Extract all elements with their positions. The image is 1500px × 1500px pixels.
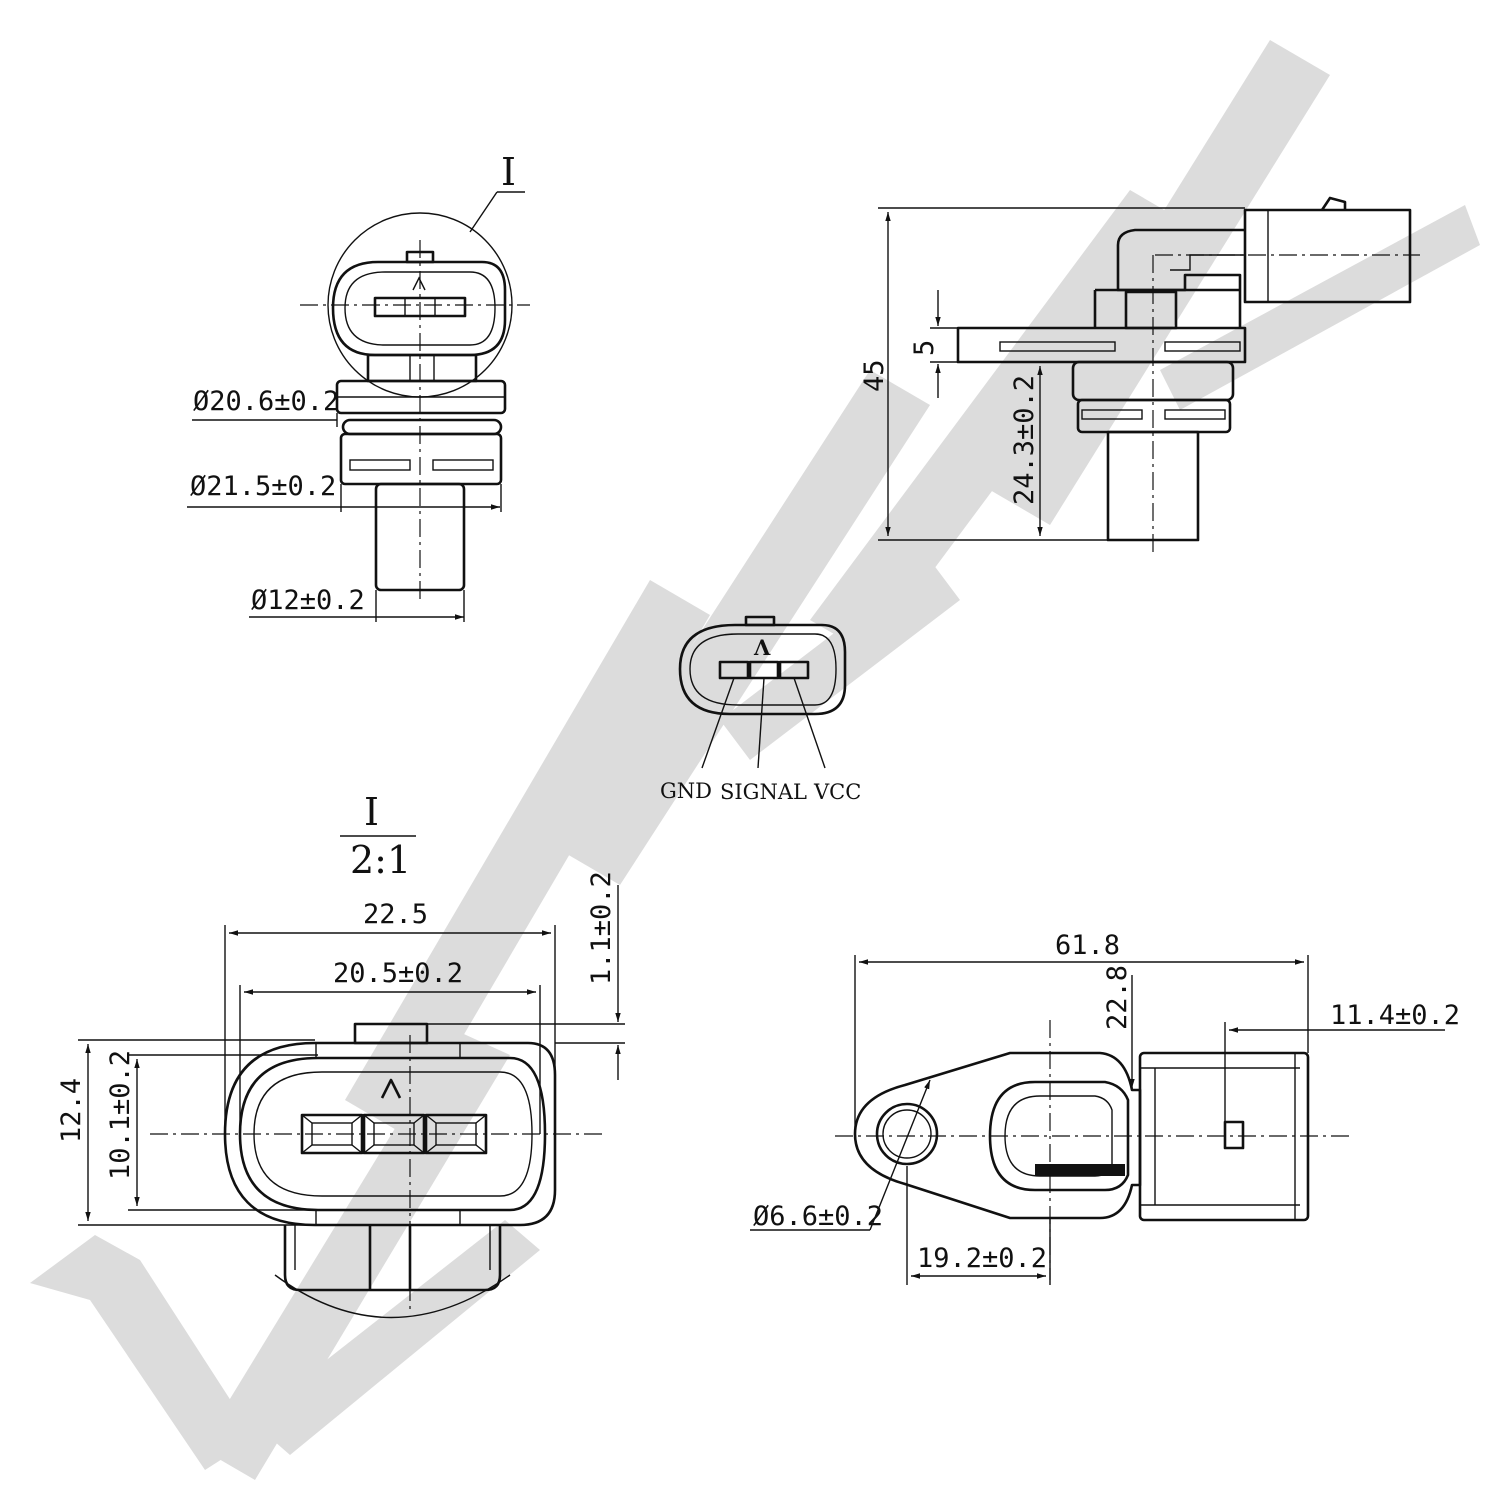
detail-scale: 2:1 xyxy=(350,838,411,882)
pin-label-gnd: GND xyxy=(660,779,712,803)
connector-pinout: Λ GND SIGNAL VCC xyxy=(660,615,861,804)
top-left-front-view: I Ø20.6±0.2 Ø21.5±0.2 xyxy=(187,150,530,622)
brand-watermark xyxy=(30,40,1480,1480)
part-marking xyxy=(1035,1164,1125,1176)
dim-flange-diameter: Ø20.6±0.2 xyxy=(193,386,339,417)
dim-connector-offset: 22.8 xyxy=(1102,965,1133,1030)
key-mark: Λ xyxy=(753,635,771,660)
dim-key-height: 1.1±0.2 xyxy=(586,871,617,985)
dim-flange-thickness: 5 xyxy=(909,340,940,356)
pin-label-signal: SIGNAL xyxy=(720,780,807,804)
dim-hole-diameter: Ø6.6±0.2 xyxy=(753,1201,883,1232)
dim-probe-diameter: Ø12±0.2 xyxy=(251,585,365,616)
detail-view-connector: I 2:1 xyxy=(56,790,625,1319)
detail-label: I xyxy=(364,790,379,834)
dim-inner-height: 10.1±0.2 xyxy=(105,1050,136,1180)
dim-probe-length: 24.3±0.2 xyxy=(1009,375,1040,505)
dim-overall-height: 45 xyxy=(859,359,890,392)
dim-inner-width: 20.5±0.2 xyxy=(333,958,463,989)
bottom-right-top-view: 61.8 22.8 11.4±0.2 Ø6.6±0.2 19.2±0.2 xyxy=(750,930,1460,1285)
dim-connector-length: 11.4±0.2 xyxy=(1330,1000,1460,1031)
detail-callout-label: I xyxy=(501,150,516,194)
dim-hole-to-center: 19.2±0.2 xyxy=(917,1243,1047,1274)
dim-outer-width: 22.5 xyxy=(363,899,428,930)
pin-label-vcc: VCC xyxy=(813,780,861,804)
dim-overall-length: 61.8 xyxy=(1055,930,1120,961)
dim-oring-diameter: Ø21.5±0.2 xyxy=(190,471,336,502)
dim-outer-height: 12.4 xyxy=(56,1078,87,1143)
top-right-side-view: 45 5 24.3±0.2 xyxy=(859,196,1420,555)
